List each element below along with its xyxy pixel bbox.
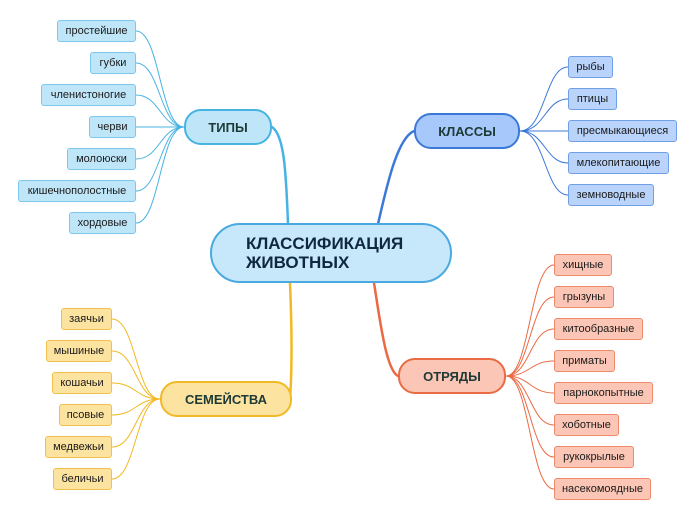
- connector-families-leaf-2: [111, 382, 161, 400]
- leaf-label: млекопитающие: [576, 157, 661, 169]
- leaf-orders-3[interactable]: приматы: [554, 350, 615, 372]
- leaf-families-1[interactable]: мышиные: [46, 340, 112, 362]
- branch-classes-label: КЛАССЫ: [438, 123, 496, 139]
- connector-center-families: [288, 281, 293, 401]
- connector-orders-leaf-6: [505, 375, 555, 458]
- connector-families-leaf-0: [111, 318, 161, 400]
- leaf-label: приматы: [562, 355, 607, 367]
- connector-types-leaf-6: [135, 126, 185, 224]
- connector-types-leaf-1: [135, 62, 185, 128]
- leaf-label: китообразные: [562, 323, 635, 335]
- leaf-label: рукокрылые: [563, 451, 625, 463]
- branch-families[interactable]: СЕМЕЙСТВА: [160, 381, 292, 417]
- leaf-label: членистоногие: [50, 89, 127, 101]
- leaf-orders-0[interactable]: хищные: [554, 254, 612, 276]
- leaf-label: простейшие: [65, 25, 128, 37]
- leaf-label: хоботные: [562, 419, 611, 431]
- branch-types-label: ТИПЫ: [208, 119, 248, 135]
- leaf-types-0[interactable]: простейшие: [57, 20, 136, 42]
- connector-orders-leaf-0: [505, 264, 555, 377]
- connector-types-leaf-0: [135, 30, 185, 128]
- central-topic-line-2: ЖИВОТНЫХ: [246, 253, 350, 272]
- leaf-families-2[interactable]: кошачьи: [52, 372, 112, 394]
- central-topic[interactable]: КЛАССИФИКАЦИЯ ЖИВОТНЫХ: [210, 223, 452, 283]
- leaf-classes-2[interactable]: пресмыкающиеся: [568, 120, 677, 142]
- leaf-orders-5[interactable]: хоботные: [554, 414, 619, 436]
- leaf-label: рыбы: [576, 61, 605, 73]
- connector-classes-leaf-3: [519, 130, 569, 164]
- leaf-types-3[interactable]: черви: [89, 116, 136, 138]
- leaf-classes-3[interactable]: млекопитающие: [568, 152, 669, 174]
- connector-center-orders: [372, 281, 400, 378]
- leaf-families-3[interactable]: псовые: [59, 404, 112, 426]
- leaf-families-0[interactable]: заячьи: [61, 308, 112, 330]
- connector-types-leaf-5: [135, 126, 185, 192]
- connector-classes-leaf-4: [519, 130, 569, 196]
- leaf-types-6[interactable]: хордовые: [69, 212, 136, 234]
- connector-classes-leaf-1: [519, 98, 569, 132]
- leaf-label: пресмыкающиеся: [576, 125, 669, 137]
- leaf-types-5[interactable]: кишечнополостные: [18, 180, 136, 202]
- connector-orders-leaf-1: [505, 296, 555, 377]
- leaf-label: молоюски: [76, 153, 127, 165]
- connector-center-classes: [376, 129, 416, 226]
- leaf-classes-1[interactable]: птицы: [568, 88, 617, 110]
- leaf-label: парнокопытные: [563, 387, 644, 399]
- branch-classes[interactable]: КЛАССЫ: [414, 113, 520, 149]
- connector-classes-leaf-0: [519, 66, 569, 132]
- leaf-orders-2[interactable]: китообразные: [554, 318, 643, 340]
- leaf-families-5[interactable]: беличьи: [53, 468, 112, 490]
- leaf-label: мышиные: [53, 345, 105, 357]
- leaf-orders-1[interactable]: грызуны: [554, 286, 614, 308]
- leaf-label: псовые: [66, 409, 105, 421]
- leaf-label: земноводные: [576, 189, 646, 201]
- leaf-label: кишечнополостные: [27, 185, 127, 197]
- connector-orders-leaf-3: [505, 360, 555, 377]
- leaf-label: грызуны: [562, 291, 606, 303]
- leaf-classes-4[interactable]: земноводные: [568, 184, 654, 206]
- leaf-label: хищные: [562, 259, 604, 271]
- connector-families-leaf-4: [111, 398, 161, 448]
- leaf-label: губки: [99, 57, 127, 69]
- connector-families-leaf-5: [111, 398, 161, 480]
- branch-families-label: СЕМЕЙСТВА: [184, 391, 268, 407]
- leaf-label: беличьи: [61, 473, 104, 485]
- leaf-label: птицы: [576, 93, 609, 105]
- leaf-families-4[interactable]: медвежьи: [45, 436, 112, 458]
- connector-orders-leaf-7: [505, 375, 555, 490]
- leaf-types-4[interactable]: молоюски: [67, 148, 136, 170]
- leaf-label: кошачьи: [60, 377, 104, 389]
- connector-orders-leaf-2: [505, 328, 555, 377]
- leaf-label: насекомоядные: [561, 483, 644, 495]
- connector-families-leaf-3: [111, 398, 161, 416]
- leaf-orders-7[interactable]: насекомоядные: [554, 478, 651, 500]
- connector-types-leaf-2: [135, 94, 185, 128]
- leaf-orders-6[interactable]: рукокрылые: [554, 446, 634, 468]
- leaf-orders-4[interactable]: парнокопытные: [554, 382, 653, 404]
- connector-orders-leaf-5: [505, 375, 555, 426]
- leaf-classes-0[interactable]: рыбы: [568, 56, 613, 78]
- leaf-label: хордовые: [77, 217, 128, 229]
- connector-families-leaf-1: [111, 350, 161, 400]
- leaf-label: медвежьи: [53, 441, 104, 453]
- connector-orders-leaf-4: [505, 375, 555, 394]
- connector-types-leaf-4: [135, 126, 185, 160]
- leaf-label: черви: [97, 121, 128, 133]
- branch-orders[interactable]: ОТРЯДЫ: [398, 358, 506, 394]
- leaf-types-2[interactable]: членистоногие: [41, 84, 136, 106]
- leaf-label: заячьи: [69, 313, 104, 325]
- branch-orders-label: ОТРЯДЫ: [423, 368, 481, 384]
- branch-types[interactable]: ТИПЫ: [184, 109, 272, 145]
- central-topic-line-1: КЛАССИФИКАЦИЯ: [246, 234, 404, 253]
- connector-center-types: [270, 125, 290, 226]
- leaf-types-1[interactable]: губки: [90, 52, 136, 74]
